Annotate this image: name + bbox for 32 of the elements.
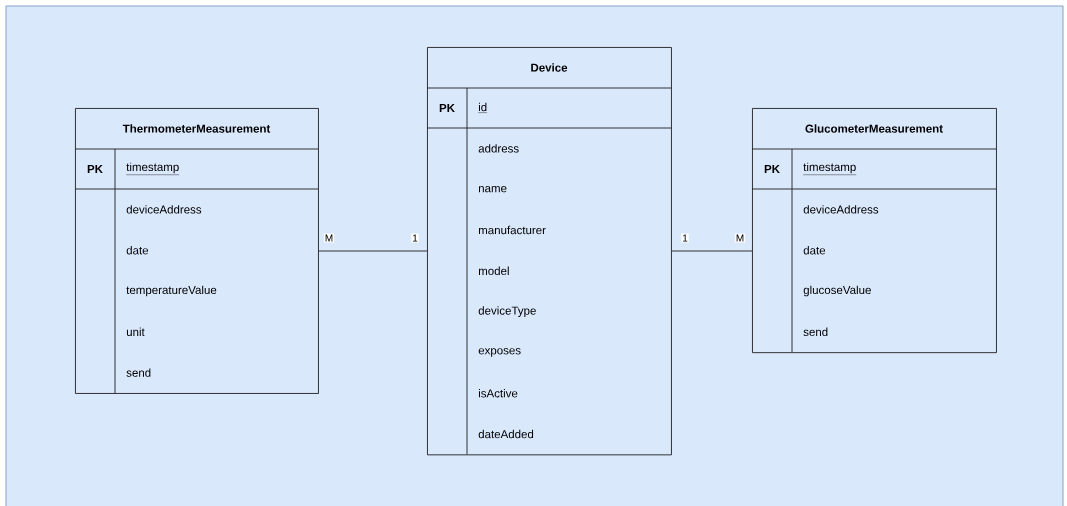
cardinality-label: M: [323, 233, 335, 243]
field-name: send: [126, 368, 151, 377]
field-name: deviceType: [478, 306, 536, 317]
key-label: PK: [87, 165, 103, 173]
table-title: Device: [531, 63, 568, 72]
connector-line: [671, 250, 753, 252]
field-name: address: [478, 144, 519, 153]
field-name: temperatureValue: [126, 285, 217, 297]
cardinality-label: M: [734, 233, 746, 243]
field-name: date: [126, 246, 149, 255]
field-name: name: [479, 186, 507, 193]
field-name: unit: [126, 327, 145, 336]
field-name: deviceAddress: [803, 205, 879, 214]
key-label: PK: [764, 165, 780, 173]
primary-key-field: timestamp: [803, 162, 857, 175]
primary-key-field: timestamp: [126, 162, 180, 175]
table-title: GlucometerMeasurement: [805, 124, 943, 133]
key-label: PK: [439, 104, 455, 112]
cardinality-label: 1: [411, 233, 419, 243]
field-name: deviceAddress: [126, 205, 202, 214]
table-title: ThermometerMeasurement: [122, 124, 271, 133]
field-name: manufacturer: [479, 225, 546, 235]
primary-key-field: id: [478, 102, 488, 113]
field-name: date: [803, 246, 826, 255]
connector-line: [318, 250, 428, 252]
field-name: send: [803, 327, 828, 336]
field-name: glucoseValue: [803, 285, 871, 297]
field-name: dateAdded: [478, 429, 534, 439]
field-name: exposes: [478, 348, 521, 357]
field-name: isActive: [479, 389, 518, 398]
field-name: model: [479, 266, 509, 275]
cardinality-label: 1: [681, 233, 689, 243]
